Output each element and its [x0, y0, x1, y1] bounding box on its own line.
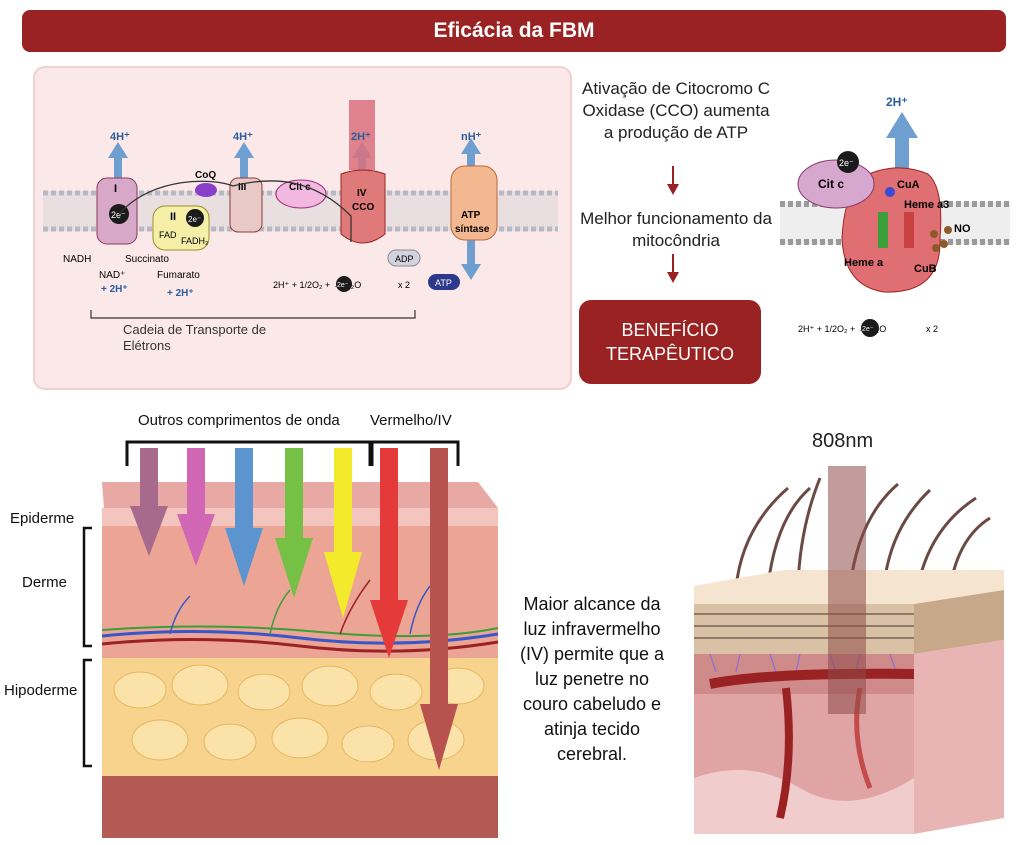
coq-label: CoQ	[195, 170, 216, 181]
chain-label-line2: Elétrons	[123, 338, 171, 353]
therapeutic-benefit-box: BENEFÍCIO TERAPÊUTICO	[579, 300, 761, 384]
nad-plus-label: NAD⁺	[99, 270, 125, 281]
complex-iv-label: IV	[357, 188, 367, 199]
hipoderme-label: Hipoderme	[4, 682, 78, 699]
page-title: Eficácia da FBM	[22, 10, 1006, 52]
complex-i-label: I	[114, 183, 117, 195]
cco-detail-diagram: 2H⁺ Cit c 2e⁻ CuA Heme a3 NO Heme a CuB …	[780, 95, 1010, 337]
fumarato-protons-label: + 2H⁺	[167, 288, 194, 299]
nadh-label: NADH	[63, 254, 91, 265]
808nm-beam	[828, 466, 866, 714]
complex-iii-label: III	[238, 182, 247, 193]
coq-molecule	[195, 183, 217, 197]
atp-synthase-label-2: síntase	[455, 224, 490, 235]
electron-ii-label: 2e⁻	[188, 215, 201, 224]
no-molecules	[930, 226, 952, 252]
epiderme-label: Epiderme	[10, 510, 75, 527]
fumarato-label: Fumarato	[157, 270, 200, 281]
fad-label: FAD	[159, 230, 177, 240]
cco-proton-arrow-head	[886, 112, 918, 138]
reaction-mult-label: x 2	[398, 280, 410, 290]
other-wavelengths-bracket	[125, 440, 372, 466]
heme-a-label: Heme a	[844, 257, 884, 269]
other-wavelengths-label: Outros comprimentos de onda	[138, 412, 340, 429]
cco-cit-c-label: Cit c	[818, 177, 844, 191]
cco-complex	[841, 167, 942, 293]
cco-reaction-label: 2H⁺ + 1/2O₂ + → H₂O	[798, 324, 886, 334]
reaction-label: 2H⁺ + 1/2O₂ + → H₂O	[273, 280, 361, 290]
heme-a3-bar	[904, 212, 914, 248]
cco-reaction-mult-label: x 2	[926, 324, 938, 334]
derme-label: Derme	[22, 574, 68, 591]
atp-synthase-label-1: ATP	[461, 210, 481, 221]
scalp-cross-section	[694, 466, 1004, 834]
atp-label: ATP	[435, 278, 452, 288]
cit-c-label: Cit c	[289, 182, 311, 193]
cco-reaction-electron-label: 2e⁻	[862, 326, 874, 333]
flow-step-1: Ativação de Citocromo C Oxidase (CCO) au…	[581, 79, 771, 142]
electron-transport-chain-diagram: 4H⁺ 4H⁺ 2H⁺ nH⁺ I 2e⁻ II 2e⁻ FAD FADH₂ C…	[43, 100, 558, 353]
adp-badge	[387, 249, 421, 267]
fadh2-label: FADH₂	[181, 236, 209, 246]
heme-a-bar	[878, 212, 888, 248]
flow-arrow-down-icon	[667, 166, 679, 195]
cco-electron-label: 2e⁻	[839, 158, 854, 168]
protons-iii-label: 4H⁺	[233, 131, 253, 143]
wavelength-label: 808nm	[812, 430, 874, 452]
chain-bracket	[90, 310, 416, 319]
protons-i-label: 4H⁺	[110, 131, 130, 143]
chain-label-line1: Cadeia de Transporte de	[123, 322, 266, 337]
nad-protons-label: + 2H⁺	[101, 284, 128, 295]
complex-iii	[229, 177, 263, 233]
electron-path	[118, 180, 352, 242]
light-beam-iv	[349, 100, 375, 170]
atp-synthase	[450, 165, 498, 241]
electron-i-label: 2e⁻	[111, 210, 126, 220]
deep-tissue-lower	[694, 770, 914, 834]
electron-icon	[837, 151, 859, 173]
protons-iv-label: 2H⁺	[351, 131, 371, 143]
red-ir-label: Vermelho/IV	[370, 412, 452, 429]
cua-label: CuA	[897, 179, 920, 191]
cit-c	[275, 179, 327, 209]
atp-badge	[428, 274, 460, 290]
cco-protons-label: 2H⁺	[886, 95, 908, 109]
cua-dot	[885, 187, 895, 197]
therapeutic-benefit-label: BENEFÍCIO TERAPÊUTICO	[605, 320, 734, 364]
light-arrows	[130, 448, 458, 770]
electron-icon	[186, 209, 204, 227]
scalp-caption: Maior alcance da luz infravermelho (IV) …	[519, 594, 665, 764]
electron-icon	[336, 276, 352, 292]
complex-iv	[340, 169, 386, 244]
complex-ii-label: II	[170, 211, 176, 223]
deep-tissue-layer	[102, 776, 498, 838]
cub-label: CuB	[914, 263, 937, 275]
reaction-electron-label: 2e⁻	[337, 282, 349, 289]
flow-step-2: Melhor funcionamento da mitocôndria	[580, 209, 772, 250]
flow-arrow-down-icon	[667, 254, 679, 283]
succinato-label: Succinato	[125, 254, 169, 265]
artery	[709, 668, 915, 689]
cco-cit-c	[797, 159, 875, 209]
protons-atp-label: nH⁺	[461, 131, 482, 143]
adp-label: ADP	[395, 254, 414, 264]
skin-cross-section	[101, 440, 499, 838]
vessel-descending	[776, 687, 793, 819]
scalp-strata	[694, 613, 914, 639]
deep-side	[914, 640, 1004, 834]
electron-icon	[861, 319, 879, 337]
cco-label: CCO	[352, 202, 374, 213]
red-ir-bracket	[370, 440, 460, 466]
no-label: NO	[954, 223, 971, 235]
scalp-layers	[694, 604, 914, 654]
side-brackets	[82, 526, 92, 768]
heme-a3-label: Heme a3	[904, 199, 949, 211]
scalp-side	[914, 590, 1004, 654]
